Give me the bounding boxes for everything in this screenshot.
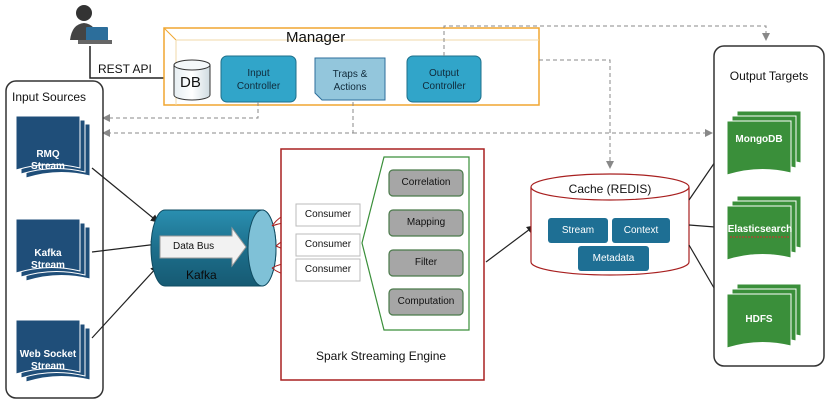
rest-api-arrow bbox=[89, 46, 173, 82]
op-computation: Computation bbox=[397, 296, 455, 307]
consumer-boxes bbox=[295, 203, 361, 282]
spark-to-cache-arrow bbox=[485, 225, 535, 263]
output-target-hdfs: HDFS bbox=[745, 314, 773, 325]
consumer-label-2: Consumer bbox=[304, 239, 352, 250]
output-target-mongodb: MongoDB bbox=[735, 134, 783, 145]
user-at-laptop-icon bbox=[70, 5, 112, 44]
kafka-label: Kafka bbox=[186, 268, 217, 282]
output-targets-title: Output Targets bbox=[729, 69, 809, 83]
input-to-kafka-arrows bbox=[91, 167, 159, 339]
arrow-icon bbox=[159, 226, 247, 268]
consumer-label-1: Consumer bbox=[304, 209, 352, 220]
op-mapping: Mapping bbox=[406, 217, 446, 228]
data-bus-label: Data Bus bbox=[173, 241, 215, 252]
op-correlation: Correlation bbox=[401, 177, 451, 188]
document-stack-icon bbox=[726, 110, 802, 349]
traps-actions-label: Traps &Actions bbox=[332, 69, 368, 93]
management-dashed-lines bbox=[102, 25, 770, 169]
spark-title: Spark Streaming Engine bbox=[316, 349, 447, 363]
cache-item-boxes bbox=[548, 218, 670, 271]
operations-container bbox=[361, 156, 470, 331]
cache-item-stream: Stream bbox=[561, 225, 595, 236]
rest-api-label: REST API bbox=[98, 62, 152, 76]
cache-item-metadata: Metadata bbox=[592, 253, 635, 264]
output-target-elasticsearch: Elasticsearch bbox=[727, 224, 793, 235]
cache-item-context: Context bbox=[623, 225, 659, 236]
manager-title: Manager bbox=[286, 29, 346, 46]
consumer-label-3: Consumer bbox=[304, 264, 352, 275]
db-label: DB bbox=[180, 74, 201, 91]
traps-actions-box bbox=[314, 57, 386, 101]
input-sources-title: Input Sources bbox=[12, 90, 87, 104]
cache-cylinder bbox=[530, 173, 690, 276]
db-cylinder bbox=[173, 59, 211, 101]
document-stack-icon bbox=[15, 115, 91, 383]
op-filter: Filter bbox=[414, 257, 438, 268]
operation-boxes bbox=[388, 169, 464, 316]
cache-title: Cache (REDIS) bbox=[568, 182, 652, 196]
